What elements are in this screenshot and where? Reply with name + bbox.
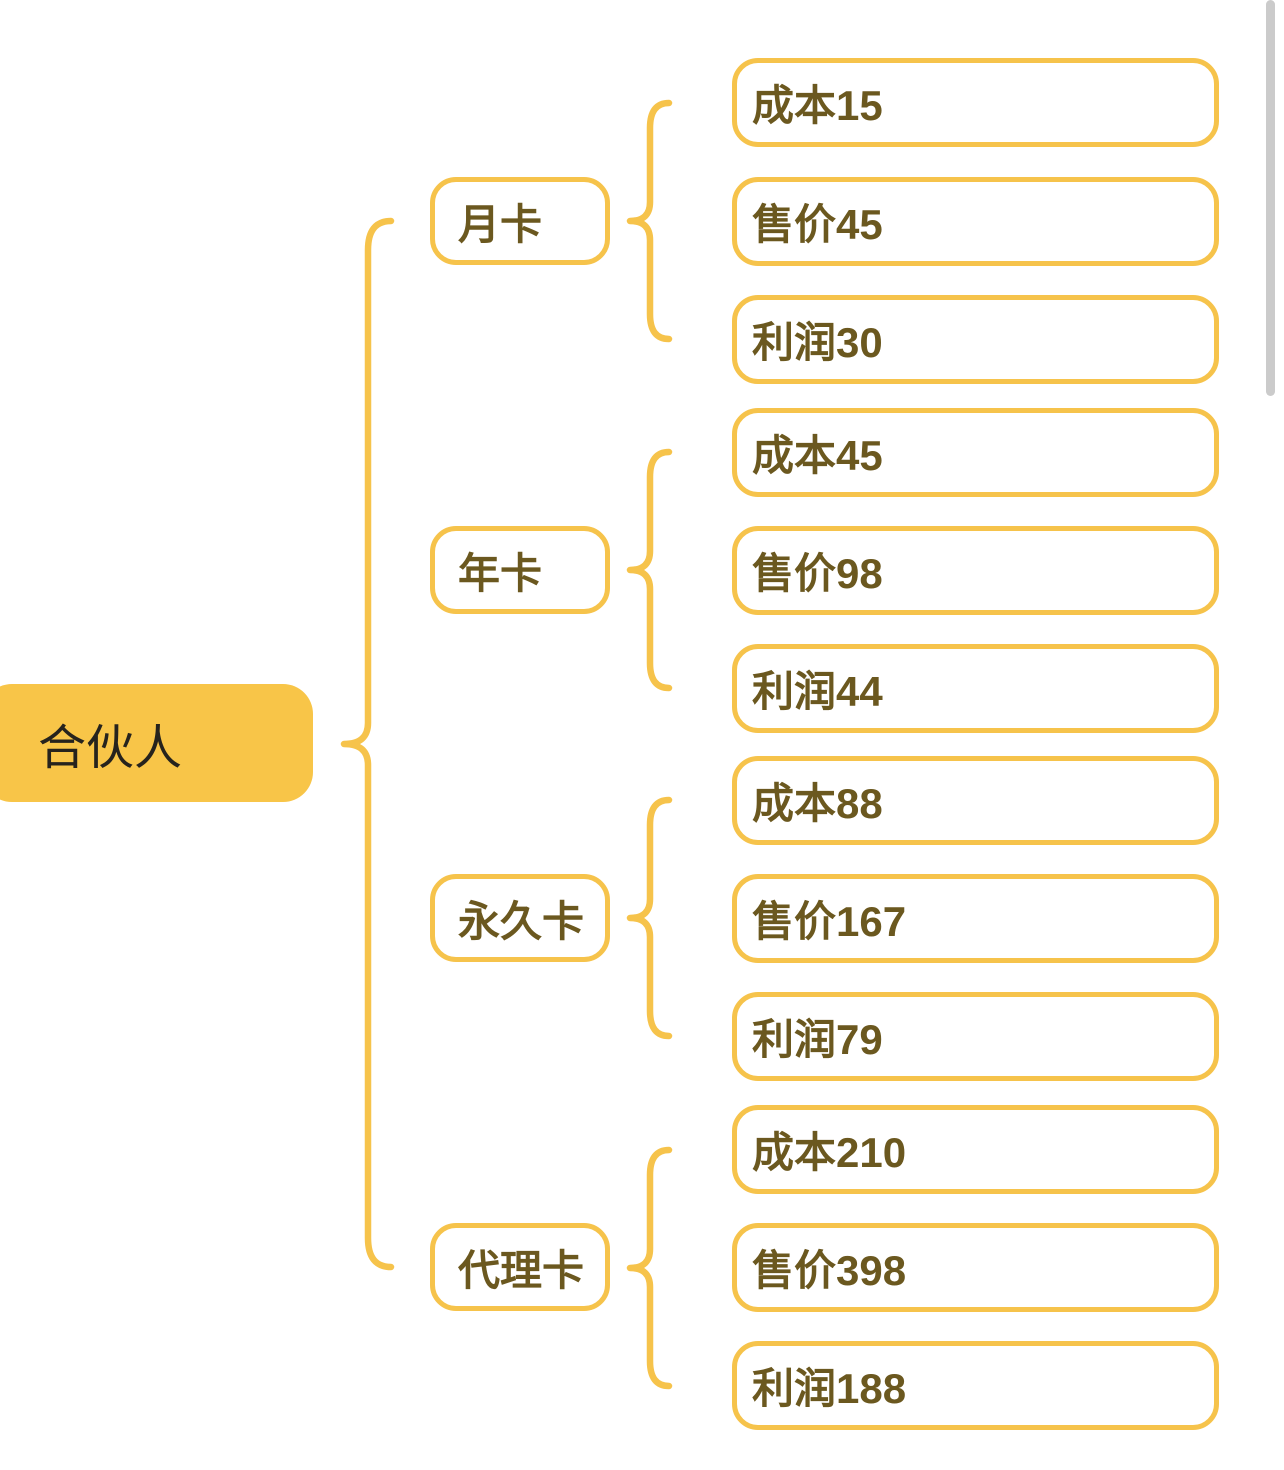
brace-group-agent [626,1146,673,1390]
leaf-node-label: 成本88 [752,780,883,827]
leaf-node-profit[interactable]: 利润79 [732,992,1219,1081]
leaf-node-profit[interactable]: 利润188 [732,1341,1219,1430]
vertical-scrollbar-thumb[interactable] [1266,0,1275,396]
leaf-node-cost[interactable]: 成本45 [732,408,1219,497]
leaf-node-label: 成本45 [752,432,883,479]
branch-node-monthly-card[interactable]: 月卡 [430,177,610,265]
leaf-node-label: 售价98 [752,550,883,597]
branch-node-permanent-card[interactable]: 永久卡 [430,874,610,962]
leaf-node-price[interactable]: 售价45 [732,177,1219,266]
leaf-node-label: 售价398 [752,1247,907,1294]
leaf-node-profit[interactable]: 利润30 [732,295,1219,384]
brace-group-monthly [626,99,673,343]
root-node-partner[interactable]: 合伙人 [0,684,313,802]
leaf-node-cost[interactable]: 成本210 [732,1105,1219,1194]
leaf-node-label: 售价167 [752,898,907,945]
leaf-node-label: 利润79 [752,1016,883,1063]
branch-node-label: 年卡 [458,549,543,597]
branch-node-label: 月卡 [458,200,543,248]
branch-node-annual-card[interactable]: 年卡 [430,526,610,614]
branch-node-agent-card[interactable]: 代理卡 [430,1223,610,1311]
leaf-node-label: 成本210 [752,1129,907,1176]
leaf-node-label: 利润44 [752,668,883,715]
branch-node-label: 代理卡 [458,1246,585,1294]
leaf-node-label: 利润30 [752,319,883,366]
leaf-node-price[interactable]: 售价98 [732,526,1219,615]
leaf-node-price[interactable]: 售价398 [732,1223,1219,1312]
leaf-node-label: 售价45 [752,201,883,248]
brace-group-permanent [626,796,673,1040]
leaf-node-cost[interactable]: 成本88 [732,756,1219,845]
leaf-node-label: 利润188 [752,1365,907,1412]
leaf-node-profit[interactable]: 利润44 [732,644,1219,733]
branch-node-label: 永久卡 [458,897,585,945]
root-node-label: 合伙人 [38,722,183,775]
leaf-node-label: 成本15 [752,82,883,129]
brace-main [340,217,395,1271]
brace-group-annual [626,448,673,692]
leaf-node-cost[interactable]: 成本15 [732,58,1219,147]
leaf-node-price[interactable]: 售价167 [732,874,1219,963]
